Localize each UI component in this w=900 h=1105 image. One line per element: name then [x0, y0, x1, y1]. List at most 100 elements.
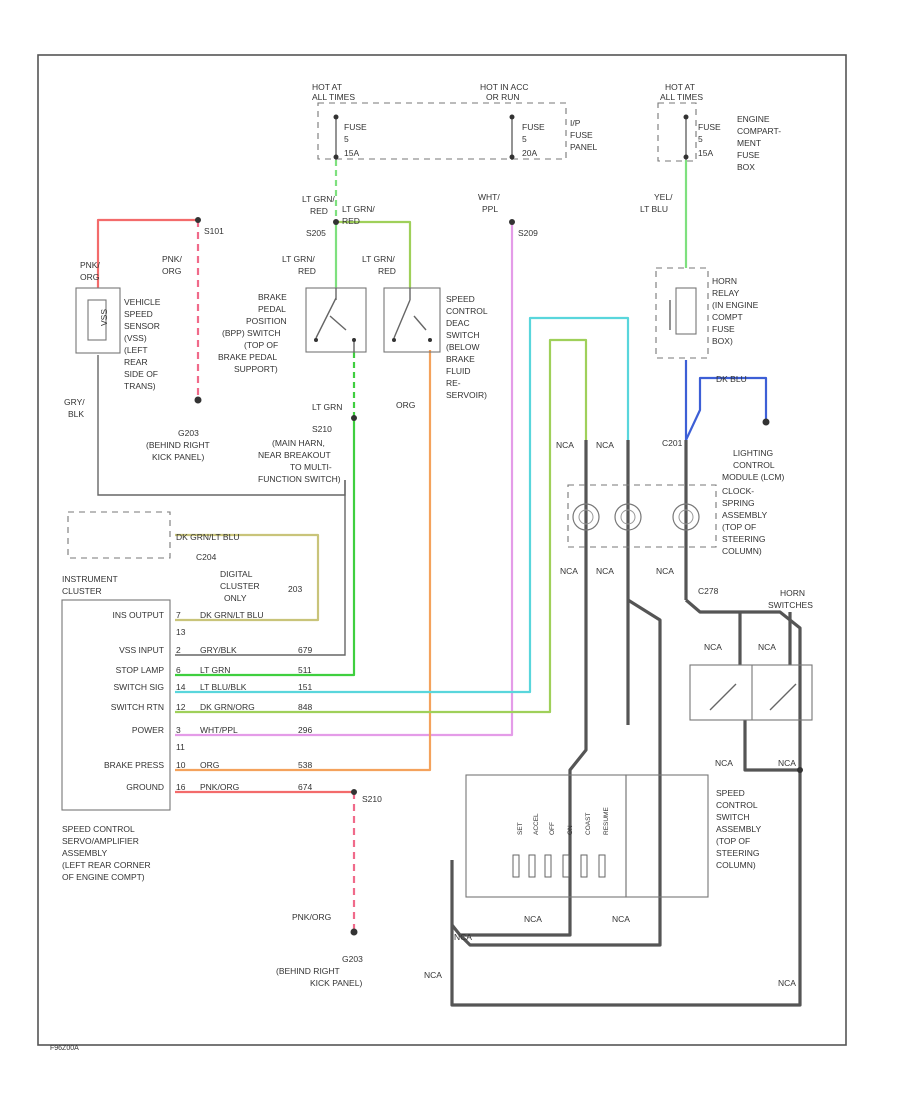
s210-note-3: NEAR BREAKOUT [258, 450, 331, 460]
switch-function-label: ON [567, 825, 574, 835]
servo-amplifier: DK GRN/LT BLU C204 DIGITAL CLUSTER ONLY … [61, 511, 312, 882]
servo-pin-number: 10 [176, 760, 186, 770]
node-s204 [351, 415, 357, 421]
servo-pin-wire-color: LT GRN [200, 665, 230, 675]
engine-fuse-3: MENT [737, 138, 761, 148]
wire-org-brake-press [175, 350, 432, 772]
clockspring-coil-1-inner [578, 509, 594, 525]
wire-horn-switch-nca [743, 720, 800, 772]
instrument-cluster-box [67, 511, 171, 559]
wire-pnk-org-right-1: PNK/ [162, 254, 182, 264]
fuse-left-bottom-node [333, 154, 339, 160]
splice-s205: S205 [306, 228, 326, 238]
wire-pnk-org-left-2: ORG [80, 272, 99, 282]
servo-box [61, 599, 171, 811]
servo-pin-number: 7 [176, 610, 181, 620]
horn-relay-4: COMPT [712, 312, 743, 322]
engine-fuse-2: COMPART- [737, 126, 781, 136]
vss-label-5: (LEFT [124, 345, 148, 355]
s210-note-5: FUNCTION SWITCH) [258, 474, 341, 484]
fuse-mid-bottom-node [509, 154, 515, 160]
bpp-label-3: POSITION [246, 316, 287, 326]
deac-label-2: CONTROL [446, 306, 488, 316]
deac-label-4: SWITCH [446, 330, 480, 340]
fuse-stubs [335, 115, 687, 160]
horn-relay-coil [675, 287, 697, 335]
speed-switch-label-1: SPEED [716, 788, 745, 798]
switch-resistor [562, 854, 570, 878]
vss-box [75, 287, 121, 354]
servo-pin-label: VSS INPUT [119, 645, 164, 655]
clockspring-label-3: ASSEMBLY [722, 510, 768, 520]
servo-pin-label: INS OUTPUT [113, 610, 164, 620]
switch-resistor [528, 854, 536, 878]
wire-lt-grn-red-1a: LT GRN/ [302, 194, 335, 204]
bpp-label-4: (BPP) SWITCH [222, 328, 281, 338]
c278-label: C278 [698, 586, 719, 596]
wire-pnk-org-bottom: PNK/ORG [292, 912, 331, 922]
wire-lt-grn-stop-lamp [175, 418, 356, 677]
wire-switch-ground-loop [458, 900, 662, 947]
horn-switches-box [689, 664, 813, 721]
deac-label-5: (BELOW [446, 342, 480, 352]
engine-fuse-4: FUSE [737, 150, 760, 160]
bpp-node-b [352, 338, 356, 342]
clockspring-coil-2 [614, 503, 642, 531]
label-hot-left-1: HOT AT [312, 82, 342, 92]
ip-fuse-panel-3: PANEL [570, 142, 598, 152]
circuit-203: 203 [288, 584, 302, 594]
fuse-mid-top-node [509, 114, 515, 120]
fuse-mid-num: 5 [522, 134, 527, 144]
nca-2: NCA [596, 440, 614, 450]
clockspring-label-5: STEERING [722, 534, 765, 544]
clockspring-coil-1 [572, 503, 600, 531]
switch-function-label: COAST [585, 813, 592, 835]
wire-lt-grn-red-3b: RED [298, 266, 316, 276]
bpp-node-a [314, 338, 318, 342]
node-s101 [195, 217, 201, 223]
switch-function-label: RESUME [603, 807, 610, 835]
horn-switches-1: HORN [780, 588, 805, 598]
deac-label-8: RE- [446, 378, 461, 388]
clockspring-coil-3-inner [678, 509, 694, 525]
wire-lt-grn-red-4b: RED [378, 266, 396, 276]
vss-label-7: SIDE OF [124, 369, 158, 379]
wire-switch-nca-2 [450, 600, 588, 937]
colored-wires [96, 160, 768, 930]
fuse-right-top-node [683, 114, 689, 120]
servo-pin-label: SWITCH RTN [111, 702, 164, 712]
deac-label-6: BRAKE [446, 354, 475, 364]
gray-wires [97, 355, 802, 1007]
wire-lt-grn-red-4a: LT GRN/ [362, 254, 395, 264]
fuse-right-bottom-node [683, 154, 689, 160]
fuse-left-top-node [333, 114, 339, 120]
clockspring-coil-2-inner [620, 509, 636, 525]
switch-resistor [512, 854, 520, 878]
nodes [194, 217, 803, 936]
nca-13: NCA [778, 978, 796, 988]
vss-inner [87, 299, 107, 341]
servo-pin-label: STOP LAMP [116, 665, 165, 675]
digital-cluster-1: DIGITAL [220, 569, 253, 579]
node-s209 [509, 219, 515, 225]
clockspring-coil-3 [672, 503, 700, 531]
servo-pin-wire-color: DK GRN/ORG [200, 702, 255, 712]
wire-horn-switch-leads [738, 612, 792, 665]
speed-switch-label-7: COLUMN) [716, 860, 756, 870]
servo-pin-label: POWER [132, 725, 164, 735]
label-hot-right-2: ALL TIMES [660, 92, 703, 102]
speed-switch-box-left [465, 774, 627, 898]
splice-s210: S210 [362, 794, 382, 804]
footer-code: F96Z00A [50, 1045, 79, 1052]
node-s210 [351, 789, 357, 795]
servo-pin-number: 13 [176, 627, 186, 637]
s210-note-2: (MAIN HARN, [272, 438, 325, 448]
bpp-label-1: BRAKE [258, 292, 287, 302]
horn-relay-box [655, 267, 709, 359]
nca-14: NCA [454, 932, 472, 942]
servo-pin-circuit: 679 [298, 645, 312, 655]
ip-fuse-panel-2: FUSE [570, 130, 593, 140]
speed-switch-box-right [625, 774, 709, 898]
wire-lt-grn: LT GRN [312, 402, 342, 412]
